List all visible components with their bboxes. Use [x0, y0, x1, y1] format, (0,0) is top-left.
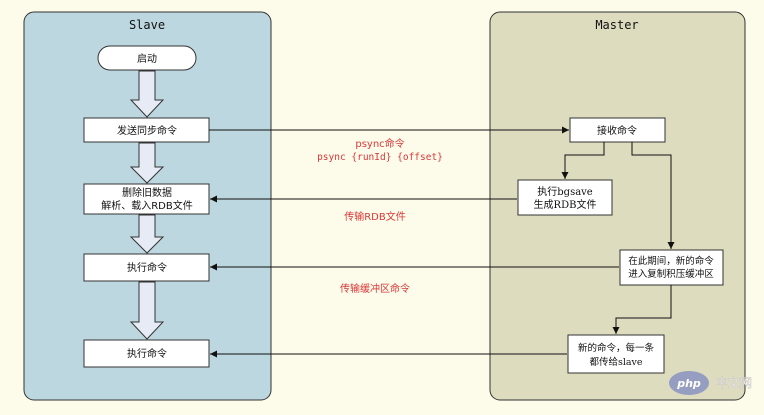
psync-label: psync命令: [355, 137, 404, 150]
bgsave-node-line1: 执行bgsave: [537, 185, 593, 198]
master-lane: [489, 11, 746, 401]
exec-command-node-2-label: 执行命令: [127, 347, 167, 360]
buffer-node: [619, 249, 724, 286]
exec-command-node-2: [83, 339, 210, 368]
hollow-arrow-3: [129, 214, 165, 254]
psync-args-label: psync {runId} {offset}: [317, 152, 443, 163]
hollow-arrow-4: [129, 281, 165, 340]
start-node: [97, 45, 197, 71]
send-sync-node-label: 发送同步命令: [117, 124, 177, 137]
receive-command-node: [569, 117, 666, 143]
start-node-label: 启动: [137, 52, 157, 65]
php-logo-text: php: [676, 377, 701, 390]
bgsave-node-line2: 生成RDB文件: [534, 198, 597, 211]
load-rdb-node-line1: 删除旧数据: [122, 186, 172, 199]
load-rdb-node: [83, 183, 210, 215]
exec-command-node-1-label: 执行命令: [127, 261, 167, 274]
flow-receive-to-buffer: [631, 142, 675, 249]
php-watermark: php 中文网: [669, 371, 752, 395]
flow-receive-to-bgsave: [561, 142, 605, 179]
flow-buffer-to-propagate: [612, 285, 672, 334]
slave-lane-title: Slave: [129, 18, 165, 32]
php-logo-badge: [669, 371, 709, 395]
watermark-site-text: 中文网: [716, 375, 752, 390]
receive-command-node-label: 接收命令: [597, 124, 637, 137]
propagate-node-line1: 新的命令，每一条: [578, 342, 655, 354]
transfer-rdb-label: 传输RDB文件: [344, 210, 406, 223]
load-rdb-node-line2: 解析、载入RDB文件: [101, 199, 193, 212]
transfer-buffer-label: 传输缓冲区命令: [340, 282, 410, 295]
bgsave-node: [517, 179, 613, 216]
propagate-node-line2: 都传给slave: [589, 356, 642, 368]
exec-command-node-1: [83, 253, 210, 282]
buffer-node-line2: 进入复制积压缓冲区: [628, 268, 714, 280]
buffer-node-line1: 在此期间，新的命令: [628, 255, 714, 267]
master-lane-title: Master: [595, 18, 638, 32]
propagate-node: [567, 334, 665, 374]
hollow-arrow-1: [129, 70, 165, 118]
hollow-arrow-2: [129, 142, 165, 184]
